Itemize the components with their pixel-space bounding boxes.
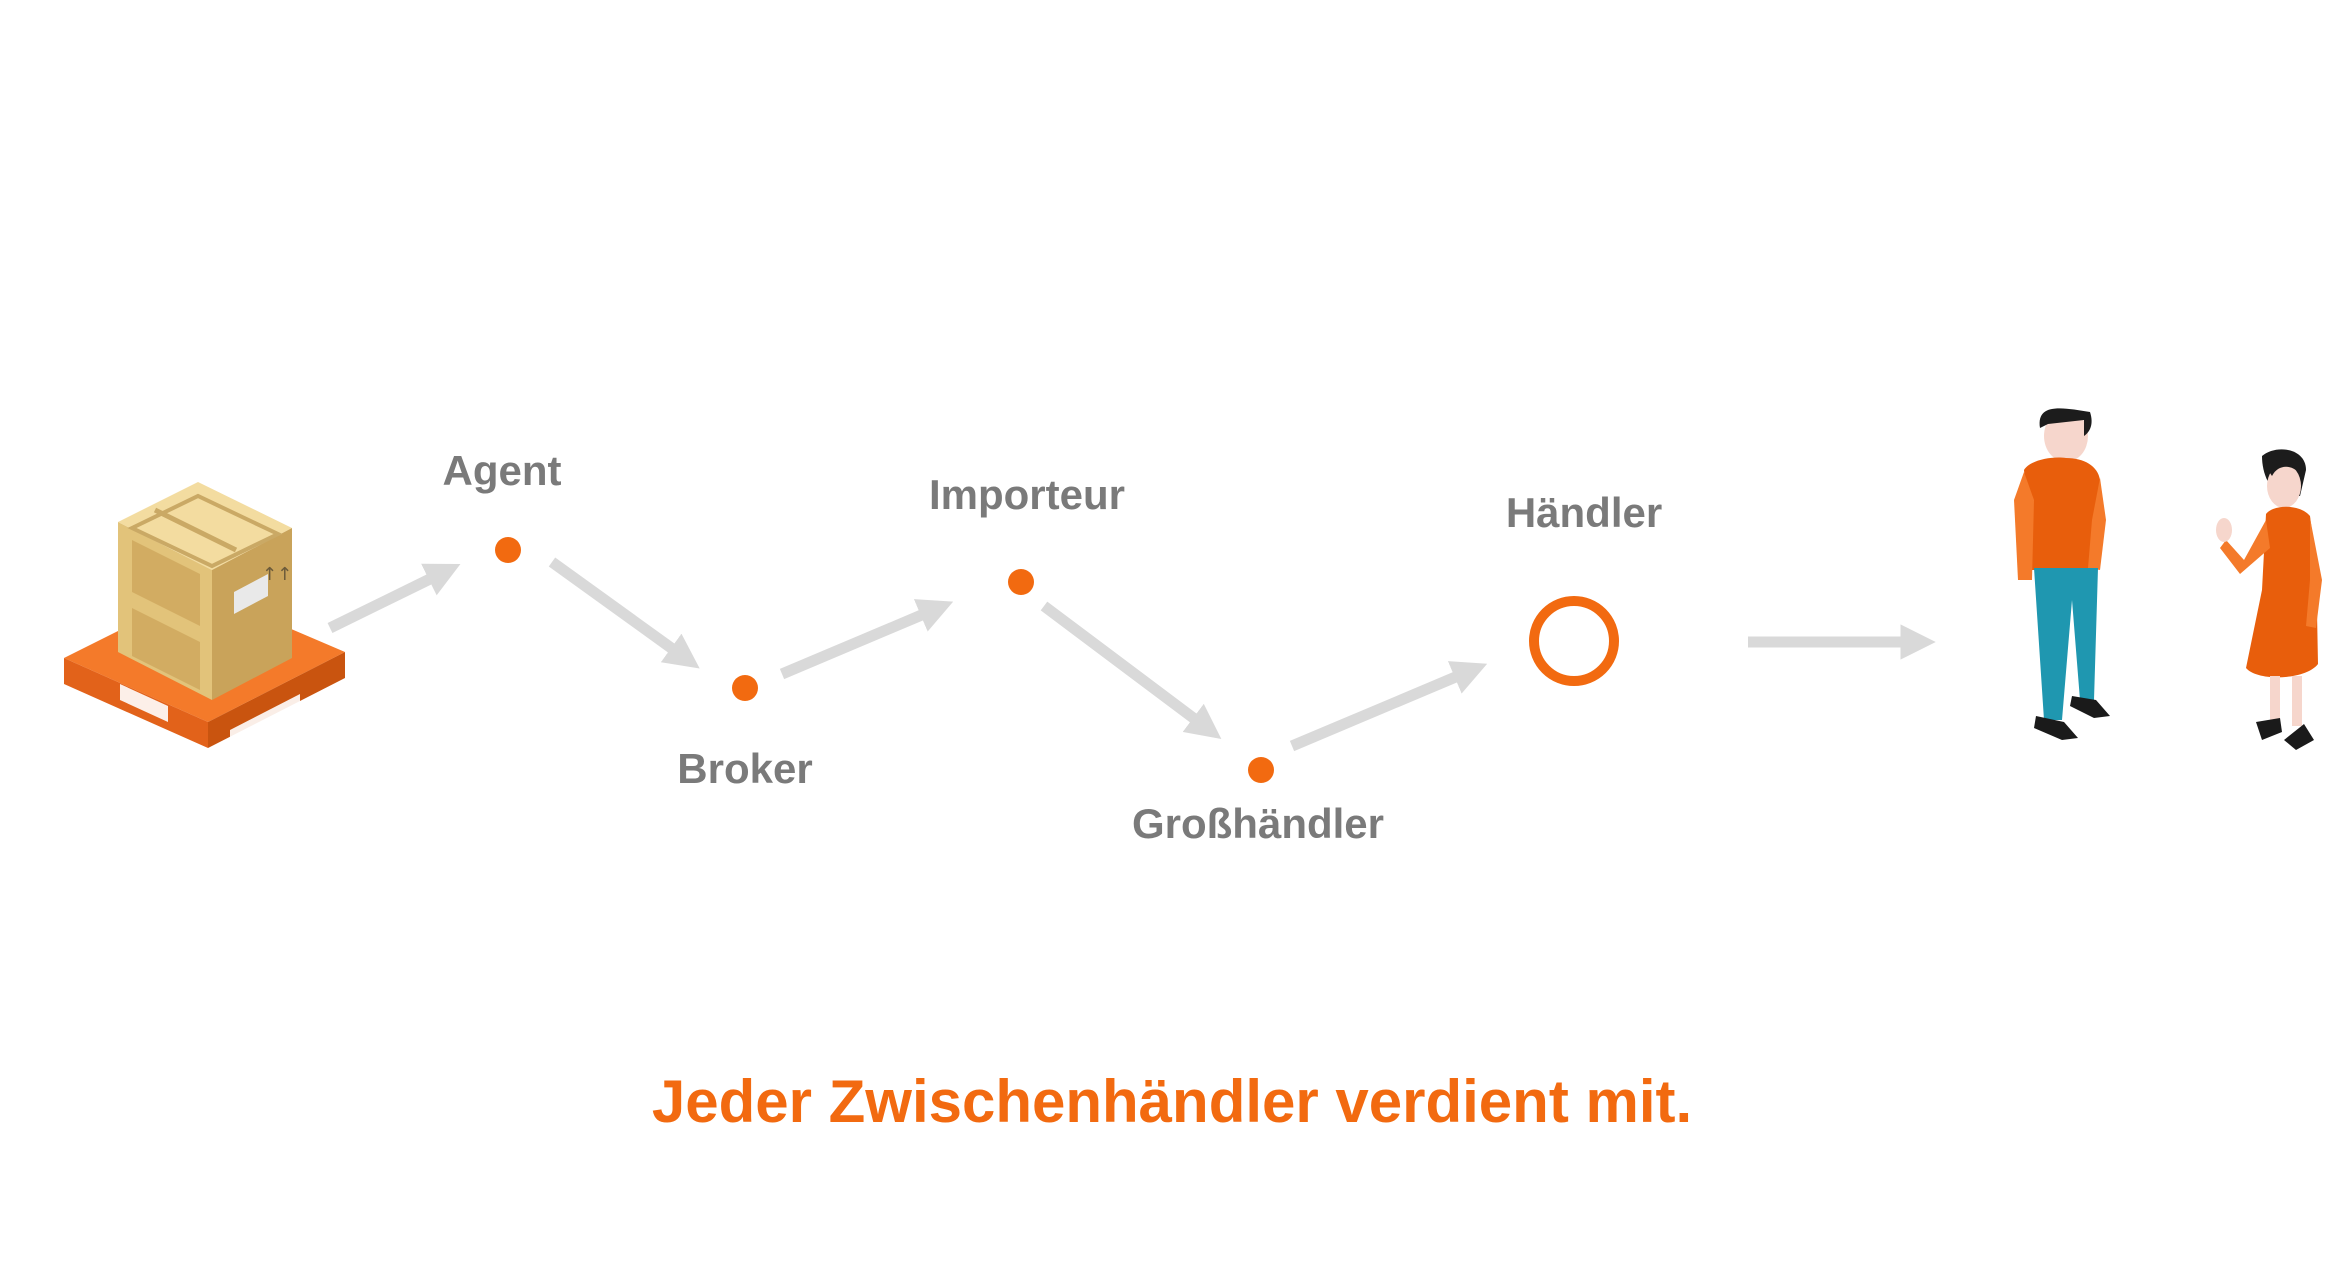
label-broker: Broker: [677, 745, 812, 792]
arrow-agent-to-broker: [552, 562, 674, 650]
node-haendler-ring: [1534, 601, 1614, 681]
arrow-crate-to-agent: [330, 578, 432, 628]
label-haendler: Händler: [1506, 489, 1662, 536]
man-figure-icon: [2014, 408, 2110, 740]
svg-text:↑↑: ↑↑: [262, 564, 292, 585]
node-grosshaendler-dot: [1248, 757, 1274, 783]
label-grosshaendler: Großhändler: [1132, 800, 1384, 847]
caption: Jeder Zwischenhändler verdient mit.: [652, 1068, 1692, 1135]
flow-arrows: [330, 562, 1904, 746]
arrow-grosshaendler-to-haendler: [1292, 676, 1458, 746]
node-broker-dot: [732, 675, 758, 701]
node-agent-dot: [495, 537, 521, 563]
arrow-importeur-to-grosshaendler: [1044, 606, 1196, 720]
node-importeur-dot: [1008, 569, 1034, 595]
crate-on-pallet-icon: ↑↑: [64, 482, 345, 748]
label-agent: Agent: [443, 447, 562, 494]
arrow-broker-to-importeur: [782, 614, 924, 674]
label-importeur: Importeur: [929, 471, 1125, 518]
customers-icon: [2014, 408, 2322, 750]
woman-figure-icon: [2216, 449, 2322, 750]
